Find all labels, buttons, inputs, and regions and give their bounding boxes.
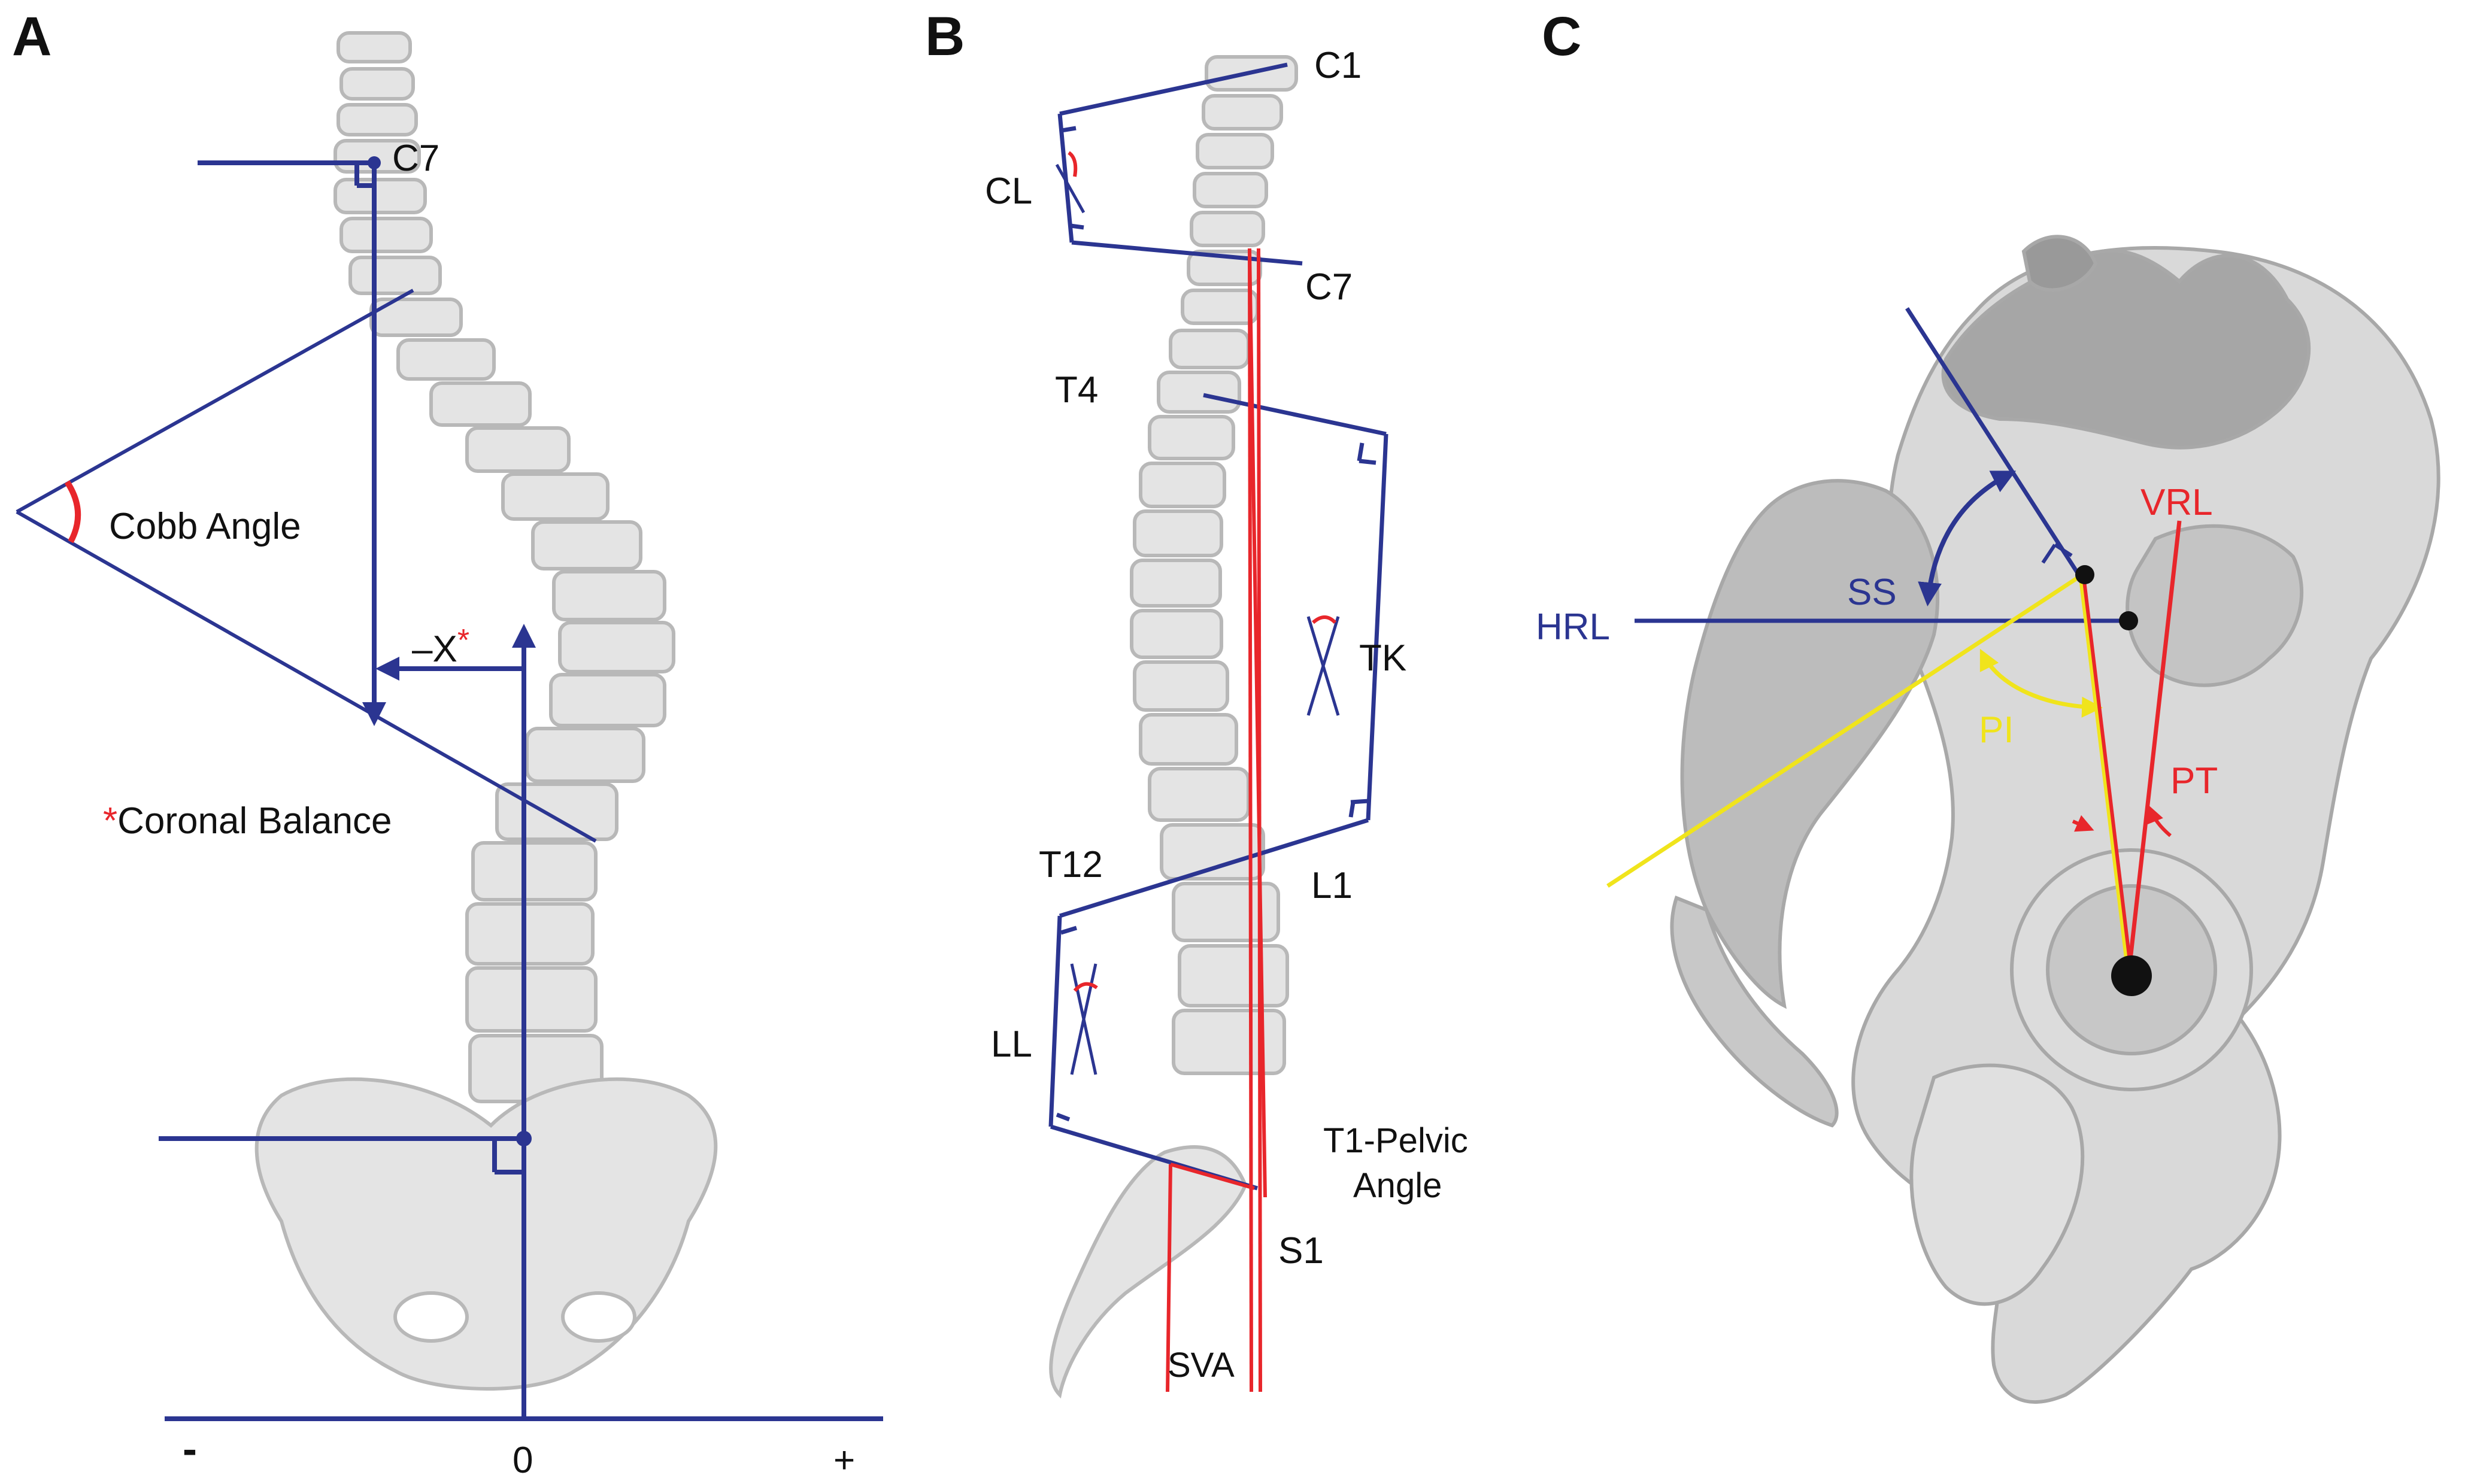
label-angle: Angle	[1353, 1166, 1442, 1205]
offset-asterisk: *	[457, 623, 469, 658]
label-t12: T12	[1039, 844, 1103, 885]
coronal-spine-illustration	[254, 31, 718, 1391]
label-c7-sagittal: C7	[1305, 266, 1353, 308]
axis-plus-label: +	[833, 1440, 855, 1481]
label-pt: PT	[2170, 760, 2218, 802]
femoral-head-center-dot	[2111, 955, 2152, 996]
label-ll: LL	[991, 1024, 1032, 1065]
offset-text: –X	[412, 629, 457, 670]
panel-a-letter: A	[12, 6, 51, 67]
label-tk: TK	[1359, 638, 1406, 679]
label-coronal-balance: *Coronal Balance	[103, 800, 392, 842]
label-l1: L1	[1311, 865, 1353, 906]
c7-centroid-dot	[368, 156, 381, 169]
axis-minus-label: -	[183, 1425, 197, 1473]
panel-b: B	[925, 6, 1468, 1399]
sacral-plate-center-dot	[2075, 565, 2094, 584]
hrl-end-dot	[2119, 611, 2138, 630]
label-c7-coronal: C7	[392, 138, 439, 179]
label-vrl: VRL	[2140, 482, 2213, 523]
label-hrl: HRL	[1536, 606, 1610, 648]
panel-c-letter: C	[1542, 6, 1581, 67]
pelvis-lateral-illustration	[1670, 235, 2440, 1404]
label-t1-pelvic: T1-Pelvic	[1323, 1121, 1468, 1160]
label-s1: S1	[1278, 1230, 1324, 1271]
label-cobb-angle: Cobb Angle	[109, 506, 301, 547]
balance-asterisk: *	[103, 800, 117, 842]
label-t4: T4	[1055, 369, 1098, 411]
panel-b-red-lines	[1166, 248, 1267, 1392]
label-sva: SVA	[1168, 1346, 1235, 1385]
axis-zero-label: 0	[513, 1440, 533, 1481]
s1-centroid-dot	[516, 1131, 532, 1146]
balance-text: Coronal Balance	[117, 800, 392, 842]
panel-c-construction-lines	[1606, 307, 2182, 976]
panel-a-construction-lines	[16, 160, 883, 1421]
label-cl: CL	[985, 171, 1032, 212]
label-ss: SS	[1847, 572, 1897, 613]
panel-a: A	[12, 6, 883, 1481]
label-offset: –X*	[412, 623, 469, 670]
label-pi: PI	[1979, 709, 2014, 751]
panel-c: C VRL S	[1536, 6, 2440, 1404]
label-c1: C1	[1314, 45, 1362, 86]
panel-b-letter: B	[925, 6, 965, 67]
